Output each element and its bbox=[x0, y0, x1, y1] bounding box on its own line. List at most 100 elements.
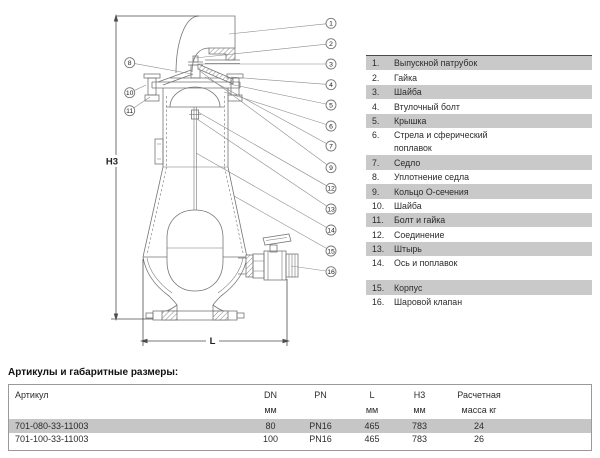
parts-list-row: 1. Выпускной патрубок bbox=[366, 56, 592, 71]
callout-leader-2 bbox=[194, 43, 327, 59]
callout-circle-13 bbox=[325, 203, 337, 215]
callout-number-3: 3 bbox=[329, 61, 333, 68]
callout-circle-9 bbox=[325, 162, 337, 174]
callout-number-13: 13 bbox=[327, 206, 335, 213]
part-label: Седло bbox=[394, 157, 421, 168]
callout-leader-5 bbox=[228, 83, 327, 105]
part-number: 9. bbox=[372, 186, 380, 197]
part-number: 14. bbox=[372, 258, 385, 269]
callout-leader-12 bbox=[197, 111, 327, 187]
parts-list-row: 3.Шайба bbox=[366, 84, 592, 100]
table-header-row-cell: PN bbox=[314, 390, 327, 400]
table-data-row-cell: 100 bbox=[262, 434, 279, 444]
dim-l-label: L bbox=[210, 336, 216, 347]
callout-number-2: 2 bbox=[329, 41, 333, 48]
callout-leader-9 bbox=[199, 70, 328, 165]
callout-leader-11 bbox=[133, 96, 151, 109]
part-label: Ось и поплавок bbox=[394, 258, 458, 269]
parts-list-row: 5.Крышка bbox=[366, 113, 592, 128]
table-header-row-cell: L bbox=[369, 390, 375, 400]
table-data-row-cell: 783 bbox=[411, 420, 428, 431]
callout-circle-4 bbox=[325, 79, 337, 91]
table-data-row-cell: 80 bbox=[265, 420, 276, 431]
parts-list-row: 2. Гайка bbox=[366, 70, 592, 84]
callout-leader-10 bbox=[134, 84, 147, 91]
callout-circle-6 bbox=[325, 120, 337, 132]
callout-number-5: 5 bbox=[329, 102, 333, 109]
part-number: 11. bbox=[372, 215, 384, 226]
callout-number-7: 7 bbox=[329, 143, 333, 150]
parts-list-row: 9. Кольцо О-сечения bbox=[366, 184, 592, 199]
callout-circle-2 bbox=[325, 38, 337, 50]
part-label: Болт и гайка bbox=[394, 215, 446, 226]
callout-circle-8 bbox=[124, 57, 136, 69]
part-label: Шайба bbox=[394, 200, 422, 211]
callout-leader-15 bbox=[233, 195, 327, 249]
outlet-elbow bbox=[175, 15, 236, 74]
parts-list-row: 13. Штырь bbox=[366, 241, 592, 257]
table-header-row-cell: Расчетная bbox=[457, 390, 501, 400]
parts-list-row: 8. Уплотнение седла bbox=[366, 170, 592, 184]
part-label: Кольцо О-сечения bbox=[394, 186, 469, 197]
callout-circle-7 bbox=[325, 140, 337, 152]
part-number: 12. bbox=[372, 229, 385, 240]
callout-number-8: 8 bbox=[128, 60, 132, 67]
table-units-row-cell: мм bbox=[413, 405, 426, 415]
callout-leader-7 bbox=[204, 76, 327, 144]
callout-number-15: 15 bbox=[327, 248, 335, 255]
callout-circle-15 bbox=[325, 245, 337, 257]
callout-number-11: 11 bbox=[126, 108, 133, 115]
parts-list-row: 7.Седло bbox=[366, 155, 592, 170]
part-label: Штырь bbox=[394, 244, 422, 255]
part-number: 1. bbox=[372, 58, 380, 69]
table-units-row-cell: масса кг bbox=[461, 405, 497, 415]
callout-number-6: 6 bbox=[329, 123, 333, 130]
part-label: Гайка bbox=[394, 72, 418, 83]
table-data-row-cell: 465 bbox=[364, 434, 380, 444]
callout-number-16: 16 bbox=[327, 269, 335, 276]
part-label: Уплотнение седла bbox=[394, 172, 470, 183]
table-data-row-cell: 465 bbox=[364, 420, 380, 431]
part-number: 10. bbox=[372, 200, 385, 211]
part-label: Стрела и сферический поплавок bbox=[394, 130, 488, 154]
part-label: Корпус bbox=[394, 282, 423, 293]
callout-circle-3 bbox=[325, 58, 337, 70]
table-header-row-cell: H3 bbox=[413, 390, 426, 400]
part-label: Выпускной патрубок bbox=[394, 58, 478, 69]
part-number: 4. bbox=[372, 101, 380, 112]
table-header-row-cell: DN bbox=[264, 390, 277, 400]
part-number: 2. bbox=[372, 72, 380, 83]
callout-leader-6 bbox=[223, 91, 327, 125]
valve-outline bbox=[142, 15, 299, 321]
callout-leader-1 bbox=[228, 23, 327, 35]
parts-list-row: 14. Ось и поплавок bbox=[366, 256, 592, 270]
callout-number-10: 10 bbox=[126, 90, 134, 97]
callout-number-9: 9 bbox=[329, 165, 333, 172]
dimension-arrows bbox=[113, 14, 290, 344]
table-units-row-cell bbox=[293, 405, 348, 419]
table-data-row-cell: 783 bbox=[411, 434, 428, 444]
part-number: 8. bbox=[372, 172, 380, 183]
specs-section-title: Артикулы и габаритные размеры: bbox=[8, 367, 179, 378]
part-number: 13. bbox=[372, 244, 385, 255]
callout-leader-13 bbox=[196, 118, 328, 207]
callout-number-12: 12 bbox=[327, 186, 335, 193]
table-data-row-cell: PN16 bbox=[309, 420, 332, 431]
table-data-row-cell: 24 bbox=[473, 420, 484, 431]
parts-list-row: 12.Соединение bbox=[366, 227, 592, 241]
part-number: 3. bbox=[372, 87, 380, 98]
parts-list-row: 10. Шайба bbox=[366, 199, 592, 213]
parts-list-row: 6.Стрела и сферический поплавок bbox=[366, 128, 592, 155]
float-dome bbox=[166, 86, 224, 108]
callout-circle-10 bbox=[124, 87, 136, 99]
table-data-row-cell: 26 bbox=[473, 434, 484, 444]
parts-list-row: 15.Корпус bbox=[366, 280, 592, 295]
part-label: Шаровой клапан bbox=[394, 297, 463, 308]
callout-leader-14 bbox=[195, 152, 327, 228]
callout-circle-11 bbox=[124, 105, 136, 117]
